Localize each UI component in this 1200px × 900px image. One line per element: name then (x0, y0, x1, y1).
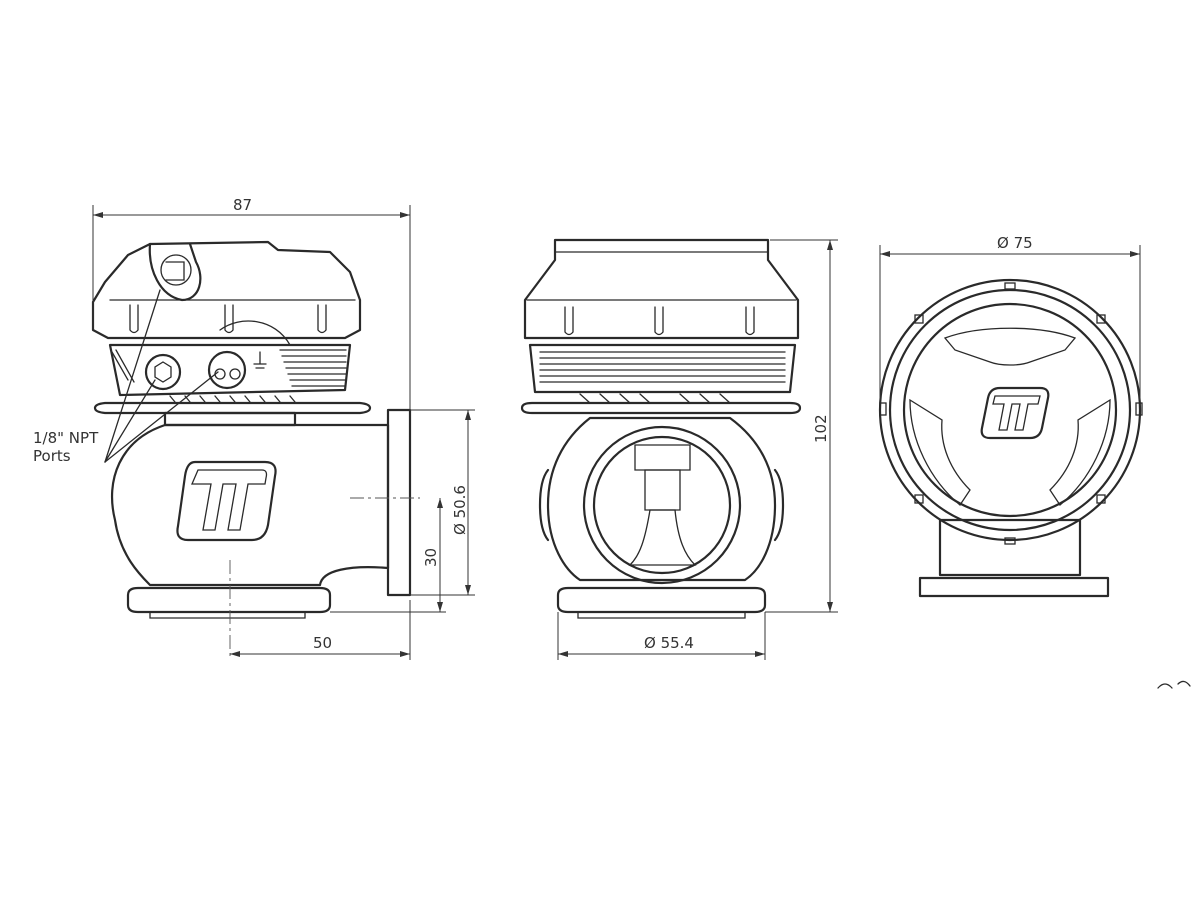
dim-overall-height-label: 102 (812, 414, 830, 443)
dim-inlet-offset-label: 50 (313, 634, 332, 652)
dimension-overall-height: 102 (765, 239, 838, 613)
dimension-center-height: 30 (330, 498, 446, 613)
dimension-top-diameter: Ø 75 (879, 234, 1141, 400)
dimension-flange-diameter: Ø 50.6 (410, 409, 475, 596)
dim-overall-width-label: 87 (233, 196, 252, 214)
dim-top-diameter-label: Ø 75 (997, 234, 1033, 252)
dim-outlet-diameter-label: Ø 55.4 (644, 634, 694, 652)
dimension-outlet-diameter: Ø 55.4 (557, 612, 766, 660)
top-view (878, 278, 1143, 598)
side-view: 1/8" NPT Ports (33, 240, 420, 660)
dim-center-height-label: 30 (422, 548, 440, 567)
npt-ports-label-line1: 1/8" NPT (33, 429, 99, 447)
dimension-inlet-offset: 50 (230, 600, 411, 660)
npt-ports-label-line2: Ports (33, 447, 71, 465)
cropped-mark (1157, 680, 1191, 689)
dim-flange-diameter-label: Ø 50.6 (451, 485, 469, 535)
front-view (520, 238, 802, 619)
dimension-overall-width: 87 (92, 196, 411, 410)
